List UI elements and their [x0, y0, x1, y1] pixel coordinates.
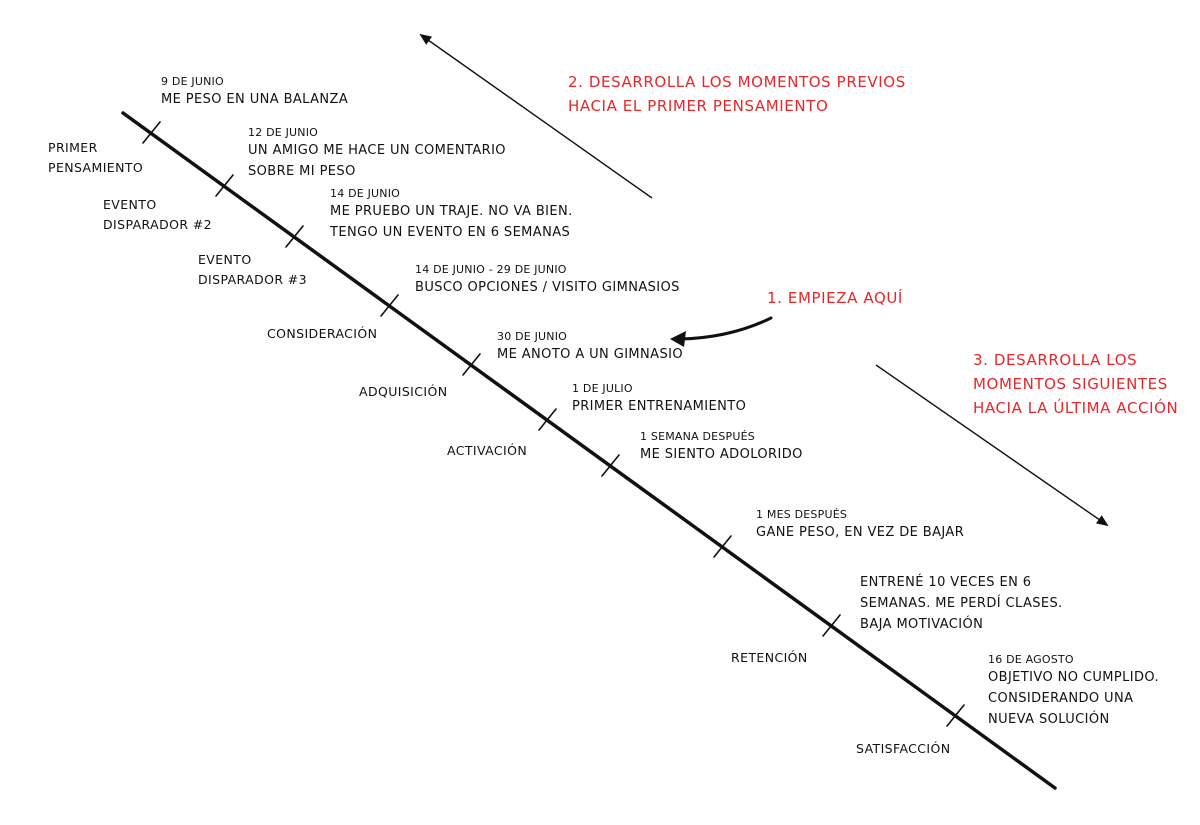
timeline-line	[121, 111, 1057, 790]
event-text: Considerando una	[988, 690, 1134, 706]
arrow-start-here-icon	[678, 316, 773, 341]
event-2: 12 de junio Un amigo me hace un comentar…	[248, 126, 506, 182]
note-line: 1. Empieza aquí	[767, 289, 903, 307]
event-date: 14 de junio	[330, 187, 401, 200]
event-text: semanas. Me perdí clases.	[860, 596, 1063, 611]
stage-label: Consideración	[267, 326, 378, 341]
note-step-3: 3. Desarrolla los momentos siguientes ha…	[973, 348, 1178, 420]
tick-3	[285, 225, 304, 248]
tick-5	[462, 353, 481, 376]
tick-1	[142, 121, 161, 144]
event-4: 14 de junio - 29 de junio Busco opciones…	[415, 263, 680, 298]
event-date: 1 de julio	[572, 382, 633, 395]
event-text: Gane peso, en vez de bajar	[756, 524, 965, 540]
stage-label: disparador #3	[198, 272, 308, 287]
event-8: 1 mes después Gane peso, en vez de bajar	[756, 508, 964, 543]
stage-label: Adquisición	[359, 384, 448, 399]
event-text: Entrené 10 veces en 6	[860, 575, 1032, 590]
event-5: 30 de junio Me anoto a un gimnasio	[497, 330, 683, 365]
note-line: hacia la última acción	[973, 399, 1179, 417]
stage-satisfaccion: Satisfacción	[856, 739, 951, 759]
stage-consideracion: Consideración	[267, 324, 377, 344]
stage-label: Activación	[447, 443, 528, 458]
timeline-ticks	[142, 121, 965, 727]
stage-evento-disparador-3: Evento disparador #3	[198, 250, 307, 290]
tick-8	[713, 535, 732, 558]
stage-label: disparador #2	[103, 217, 213, 232]
event-1: 9 de junio Me peso en una balanza	[161, 75, 348, 110]
stage-retencion: Retención	[731, 648, 808, 668]
tick-10	[946, 704, 965, 727]
note-step-1: 1. Empieza aquí	[767, 286, 903, 310]
stage-activacion: Activación	[447, 441, 527, 461]
event-text: Me anoto a un gimnasio	[497, 346, 683, 362]
event-text: Un amigo me hace un comentario	[248, 142, 506, 158]
event-text: Objetivo no cumplido.	[988, 669, 1160, 685]
event-7: 1 semana después Me siento adolorido	[640, 430, 803, 465]
event-text: Me siento adolorido	[640, 446, 803, 462]
event-date: 1 semana después	[640, 430, 755, 443]
event-date: 1 mes después	[756, 508, 848, 521]
event-text: Me peso en una balanza	[161, 91, 349, 107]
stage-label: pensamiento	[48, 160, 144, 175]
event-text: Me pruebo un traje. No va bien.	[330, 203, 573, 219]
event-date: 14 de junio - 29 de junio	[415, 263, 567, 276]
tick-4	[380, 294, 399, 317]
tick-6	[538, 408, 557, 431]
event-date: 16 de agosto	[988, 653, 1074, 666]
event-text: sobre mi peso	[248, 163, 356, 179]
stage-label: Satisfacción	[856, 741, 951, 756]
note-line: hacia el primer pensamiento	[568, 97, 829, 115]
event-date: 12 de junio	[248, 126, 319, 139]
stage-evento-disparador-2: Evento disparador #2	[103, 195, 212, 235]
stage-label: Primer	[48, 140, 98, 155]
event-date: 9 de junio	[161, 75, 224, 88]
note-line: 3. Desarrolla los	[973, 351, 1138, 369]
stage-label: Evento	[103, 197, 157, 212]
event-10: 16 de agosto Objetivo no cumplido. Consi…	[988, 653, 1159, 730]
event-text: Tengo un evento en 6 semanas	[330, 224, 571, 240]
note-step-2: 2. Desarrolla los momentos previos hacia…	[568, 70, 906, 118]
tick-2	[215, 174, 234, 197]
arrow-start-here-head-icon	[670, 331, 686, 347]
event-text: nueva solución	[988, 711, 1110, 727]
stage-label: Evento	[198, 252, 252, 267]
event-6: 1 de julio Primer entrenamiento	[572, 382, 746, 417]
event-text: Busco opciones / Visito gimnasios	[415, 279, 680, 295]
tick-7	[601, 454, 620, 477]
tick-9	[822, 614, 841, 637]
note-line: momentos siguientes	[973, 375, 1168, 393]
note-line: 2. Desarrolla los momentos previos	[568, 73, 906, 91]
arrow-previous-moments-icon	[419, 33, 653, 199]
event-3: 14 de junio Me pruebo un traje. No va bi…	[330, 187, 573, 243]
arrow-following-moments-icon	[875, 364, 1109, 527]
event-text: Primer entrenamiento	[572, 398, 747, 414]
stage-label: Retención	[731, 650, 808, 665]
stage-primer-pensamiento: Primer pensamiento	[48, 138, 143, 178]
event-text: Baja motivación	[860, 617, 984, 632]
stage-adquisicion: Adquisición	[359, 382, 447, 402]
event-9: Entrené 10 veces en 6 semanas. Me perdí …	[860, 572, 1063, 635]
event-date: 30 de junio	[497, 330, 568, 343]
